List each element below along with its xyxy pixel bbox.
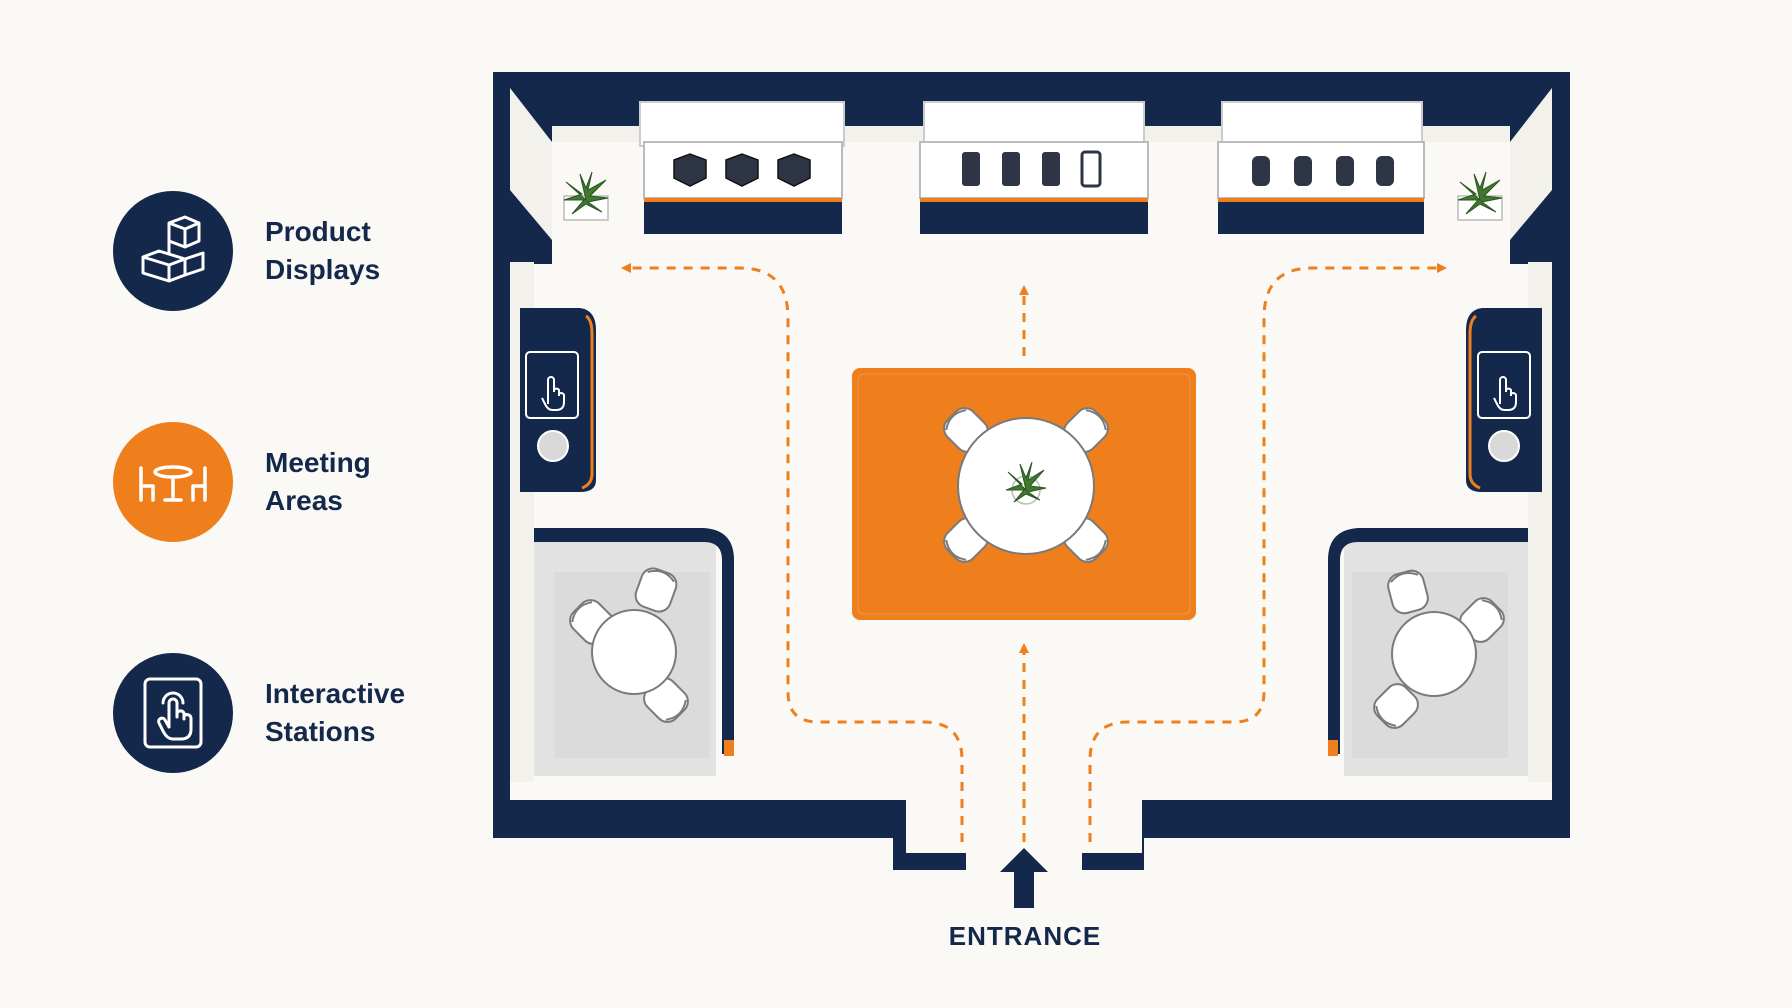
- display-counter-2: [919, 101, 1149, 234]
- legend-circle-product-displays: [113, 191, 233, 311]
- legend-label-interactive-stations: Interactive Stations: [265, 675, 405, 751]
- legend-item-interactive-stations: Interactive Stations: [113, 653, 405, 773]
- left-corner-navy: [510, 190, 552, 264]
- legend-line2: Areas: [265, 485, 343, 516]
- legend-label-meeting-areas: Meeting Areas: [265, 444, 371, 520]
- legend-line2: Displays: [265, 254, 381, 285]
- central-meeting-rug: [852, 368, 1196, 620]
- traffic-flow-arrows: [621, 263, 1447, 842]
- flow-arrow-left: [621, 263, 964, 842]
- touch-screen-icon: [143, 677, 203, 749]
- kiosk-right: [1466, 308, 1542, 492]
- flow-arrow-right: [1088, 263, 1447, 842]
- legend-item-product-displays: Product Displays: [113, 191, 380, 311]
- meeting-booth-right: [1328, 528, 1528, 776]
- legend-line1: Meeting: [265, 447, 371, 478]
- right-corner-navy: [1510, 190, 1552, 264]
- table-chairs-icon: [139, 465, 207, 502]
- touch-hand-icon: [1493, 376, 1517, 411]
- legend-line2: Stations: [265, 716, 376, 747]
- legend-circle-meeting-areas: [113, 422, 233, 542]
- entrance-arrow-icon: [1000, 848, 1048, 908]
- kiosk-left: [520, 308, 596, 492]
- legend-circle-interactive-stations: [113, 653, 233, 773]
- cube-boxes-icon: [141, 215, 205, 283]
- legend-label-product-displays: Product Displays: [265, 213, 380, 289]
- display-counter-3: [1217, 101, 1425, 234]
- entrance-label: ENTRANCE: [948, 921, 1102, 951]
- touch-hand-icon: [541, 376, 565, 411]
- meeting-booth-left: [534, 528, 734, 776]
- legend-item-meeting-areas: Meeting Areas: [113, 422, 371, 542]
- legend-line1: Interactive: [265, 678, 406, 709]
- display-counter-1: [639, 101, 845, 234]
- legend-line1: Product: [265, 216, 371, 247]
